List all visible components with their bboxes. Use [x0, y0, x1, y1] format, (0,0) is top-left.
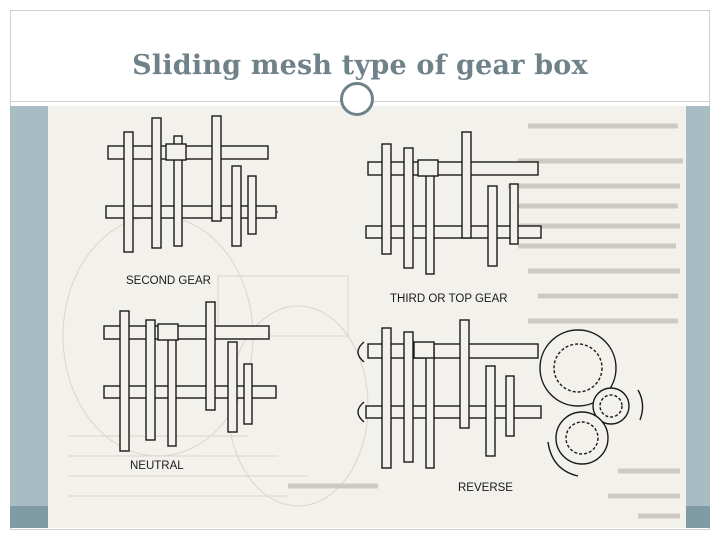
gear — [381, 143, 392, 255]
gear — [505, 375, 515, 437]
gear — [459, 319, 470, 429]
countershaft-gear-circle — [555, 411, 609, 465]
gear — [485, 365, 496, 457]
gear — [487, 185, 498, 267]
panel-third-or-top-gear: THIRD OR TOP GEAR — [365, 131, 542, 305]
gear — [211, 115, 222, 222]
gear — [167, 335, 177, 447]
main-shaft — [367, 161, 539, 176]
panel-label-second-gear: SECOND GEAR — [126, 275, 211, 287]
gearbox-diagram-scan: SECOND GEAR THIRD OR TOP GEAR — [48, 106, 686, 528]
gear — [231, 165, 242, 247]
gear — [123, 131, 134, 253]
rotation-arrow — [637, 389, 644, 421]
countershaft — [365, 405, 542, 419]
main-shaft — [107, 145, 269, 160]
gear — [403, 331, 414, 463]
title-ring-ornament — [340, 82, 374, 116]
rotation-arrow — [547, 441, 579, 477]
scan-text-lines — [288, 123, 683, 519]
gear — [381, 327, 392, 469]
panel-label-reverse: REVERSE — [458, 482, 513, 494]
clutch-dog — [417, 159, 439, 177]
panel-label-neutral: NEUTRAL — [130, 460, 184, 472]
main-shaft — [367, 343, 539, 359]
gear — [119, 310, 130, 452]
clutch-dog — [157, 323, 179, 341]
panel-reverse: REVERSE — [357, 319, 644, 494]
right-decorative-bar — [686, 106, 710, 528]
main-shaft — [103, 325, 270, 340]
gear — [461, 131, 472, 239]
clutch-dog — [165, 143, 187, 161]
panel-label-third-or-top-gear: THIRD OR TOP GEAR — [390, 293, 508, 305]
left-decorative-bar — [10, 106, 48, 528]
gear — [227, 341, 238, 433]
panel-neutral: NEUTRAL — [103, 301, 277, 472]
gear — [425, 163, 435, 275]
gear — [151, 117, 162, 249]
clutch-dog — [413, 341, 435, 359]
rotation-arrow — [357, 341, 365, 363]
gear — [425, 347, 435, 469]
right-bottom-strip — [686, 506, 710, 528]
gear — [173, 135, 183, 247]
slide-title: Sliding mesh type of gear box — [132, 50, 588, 81]
reverse-idler-gear-circle — [592, 387, 630, 425]
gear — [145, 319, 156, 441]
gear — [403, 147, 414, 269]
rotation-arrow — [357, 401, 365, 423]
main-gear-circle — [539, 329, 617, 407]
panel-second-gear: SECOND GEAR — [105, 115, 278, 287]
gear — [509, 183, 519, 245]
gear — [205, 301, 216, 411]
gear — [247, 175, 257, 235]
gear — [243, 363, 253, 425]
left-bottom-strip — [10, 506, 48, 528]
gearbox-diagram: SECOND GEAR THIRD OR TOP GEAR — [62, 115, 683, 519]
